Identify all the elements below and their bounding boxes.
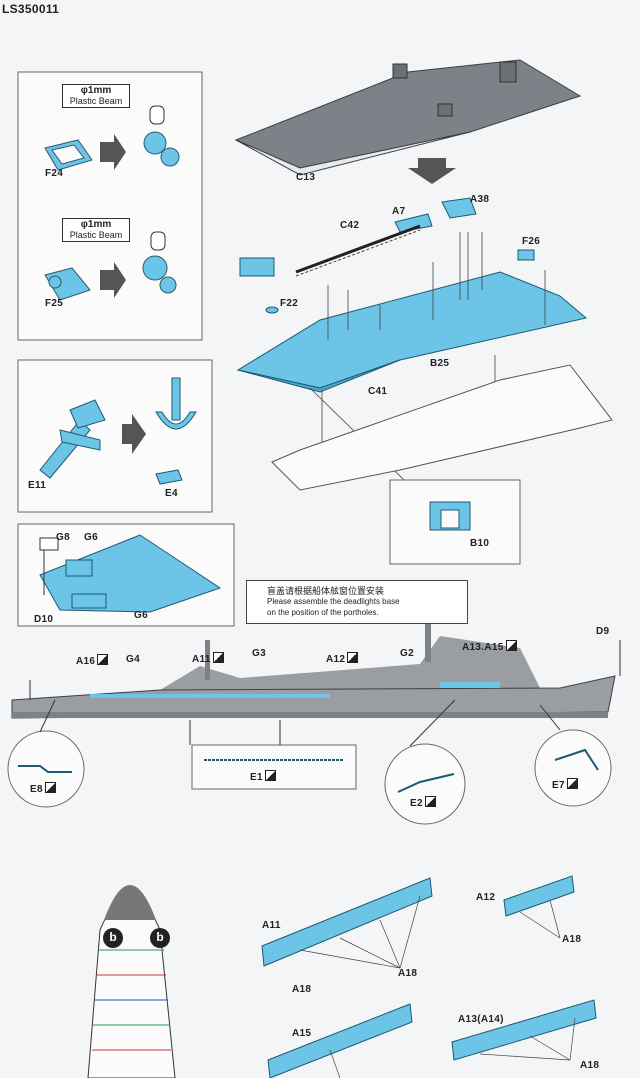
label-A12-profile: A12 <box>326 652 359 665</box>
label-C42: C42 <box>340 220 360 231</box>
railing-A13 <box>451 999 597 1061</box>
label-E11: E11 <box>28 480 47 491</box>
label-A11-rail: A11 <box>262 920 281 931</box>
label-A13-A14-rail: A13(A14) <box>458 1014 504 1025</box>
label-A12-rail: A12 <box>476 892 496 903</box>
half-filled-square-icon <box>347 652 359 663</box>
label-G2: G2 <box>400 648 414 659</box>
label-A38: A38 <box>470 194 490 205</box>
label-G4: G4 <box>126 654 140 665</box>
arrow-step-2 <box>100 262 126 298</box>
label-E7: E7 <box>552 778 578 791</box>
half-filled-square-icon <box>97 654 109 665</box>
deadlight-note: 盲盖请根据船体舷窗位置安装 Please assemble the deadli… <box>246 580 468 624</box>
note-chinese: 盲盖请根据船体舷窗位置安装 <box>267 587 385 597</box>
label-E2: E2 <box>410 796 436 809</box>
arrow-step-1 <box>100 134 126 170</box>
hull-top-view <box>87 894 176 1078</box>
kit-code: LS350011 <box>2 2 60 16</box>
deck-part-B25 <box>236 271 588 389</box>
label-A18-rail-3: A18 <box>562 934 582 945</box>
label-E4: E4 <box>165 488 178 499</box>
part-B10 <box>429 501 471 531</box>
label-E8: E8 <box>30 782 56 795</box>
label-D10: D10 <box>34 614 54 625</box>
marker-b-left: b <box>109 930 117 944</box>
label-G6-top: G6 <box>84 532 98 543</box>
label-G6-bottom: G6 <box>134 610 148 621</box>
label-B10: B10 <box>470 538 490 549</box>
label-C13: C13 <box>296 172 316 183</box>
label-E1: E1 <box>250 770 276 783</box>
label-F26: F26 <box>522 236 541 247</box>
half-filled-square-icon <box>424 796 436 807</box>
label-A13-A15: A13.A15 <box>462 640 517 653</box>
label-A18-rail-1: A18 <box>398 968 418 979</box>
label-F24: F24 <box>45 168 64 179</box>
part-F25-sprue <box>44 267 91 301</box>
label-A15-rail: A15 <box>292 1028 312 1039</box>
part-F24-sprue <box>44 139 93 171</box>
arrow-step-3 <box>122 414 146 454</box>
label-C41: C41 <box>368 386 388 397</box>
label-F25: F25 <box>45 298 64 309</box>
deck-part-C13 <box>234 59 582 169</box>
label-A11-profile: A11 <box>192 652 224 665</box>
half-filled-square-icon <box>566 778 578 789</box>
half-filled-square-icon <box>264 770 276 781</box>
ship-profile <box>11 612 621 719</box>
railing-A11 <box>261 877 433 967</box>
note-english-1: Please assemble the deadlights base <box>267 597 400 606</box>
hull-lower-outline <box>271 364 613 491</box>
label-G8: G8 <box>56 532 70 543</box>
marker-b-right: b <box>156 930 164 944</box>
label-F22: F22 <box>280 298 299 309</box>
part-E4-anchor <box>155 377 197 485</box>
note-english-2: on the position of the portholes. <box>267 608 379 617</box>
part-F25-assembled <box>142 231 177 294</box>
half-filled-square-icon <box>212 652 224 663</box>
bow-deck <box>39 534 222 613</box>
label-B25: B25 <box>430 358 450 369</box>
part-E11-anchor <box>39 399 106 479</box>
part-F24-assembled <box>143 105 180 167</box>
label-D9: D9 <box>596 626 610 637</box>
label-A18-rail-4: A18 <box>580 1060 600 1071</box>
railing-A12 <box>503 875 575 917</box>
label-A7: A7 <box>392 206 406 217</box>
railing-A15 <box>267 1003 413 1078</box>
half-filled-square-icon <box>44 782 56 793</box>
arrow-down-1 <box>408 158 456 184</box>
label-G3: G3 <box>252 648 266 659</box>
label-A18-rail-2: A18 <box>292 984 312 995</box>
label-A16: A16 <box>76 654 109 667</box>
half-filled-square-icon <box>505 640 517 651</box>
